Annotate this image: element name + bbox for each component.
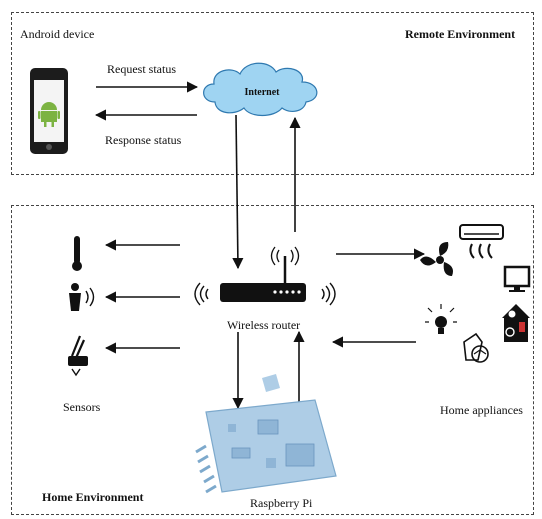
fan-icon (420, 242, 453, 276)
response-status-label: Response status (105, 133, 182, 147)
motion-sensor-icon (69, 283, 95, 311)
smoke-sensor-icon (68, 335, 88, 377)
washing-machine-icon (463, 332, 489, 363)
raspberry-pi-board-icon (195, 374, 337, 494)
home-appliances-label: Home appliances (440, 403, 523, 417)
cloud-to-router-arrow (232, 114, 244, 270)
remote-environment-title: Remote Environment (405, 27, 516, 41)
request-status-label: Request status (107, 62, 176, 76)
android-device-label: Android device (20, 27, 95, 41)
sensors-label: Sensors (63, 400, 101, 414)
internet-cloud-icon: Internet (203, 62, 318, 117)
raspberry-pi-label: Raspberry Pi (250, 496, 313, 510)
home-environment-title: Home Environment (42, 490, 144, 504)
home-environment-box (11, 205, 534, 515)
wireless-router-icon (220, 246, 306, 302)
android-logo-icon (38, 102, 60, 127)
router-label: Wireless router (227, 318, 301, 332)
computer-monitor-icon (503, 265, 531, 292)
thermometer-icon (72, 236, 82, 271)
wifi-signal-right-icon (321, 282, 336, 306)
internet-label: Internet (245, 87, 281, 98)
air-conditioner-icon (459, 224, 504, 259)
smart-home-icon (502, 304, 530, 342)
android-phone-icon (30, 68, 68, 154)
wifi-signal-left-icon (194, 282, 209, 306)
light-bulb-icon (425, 304, 457, 334)
remote-environment-box (11, 12, 534, 175)
